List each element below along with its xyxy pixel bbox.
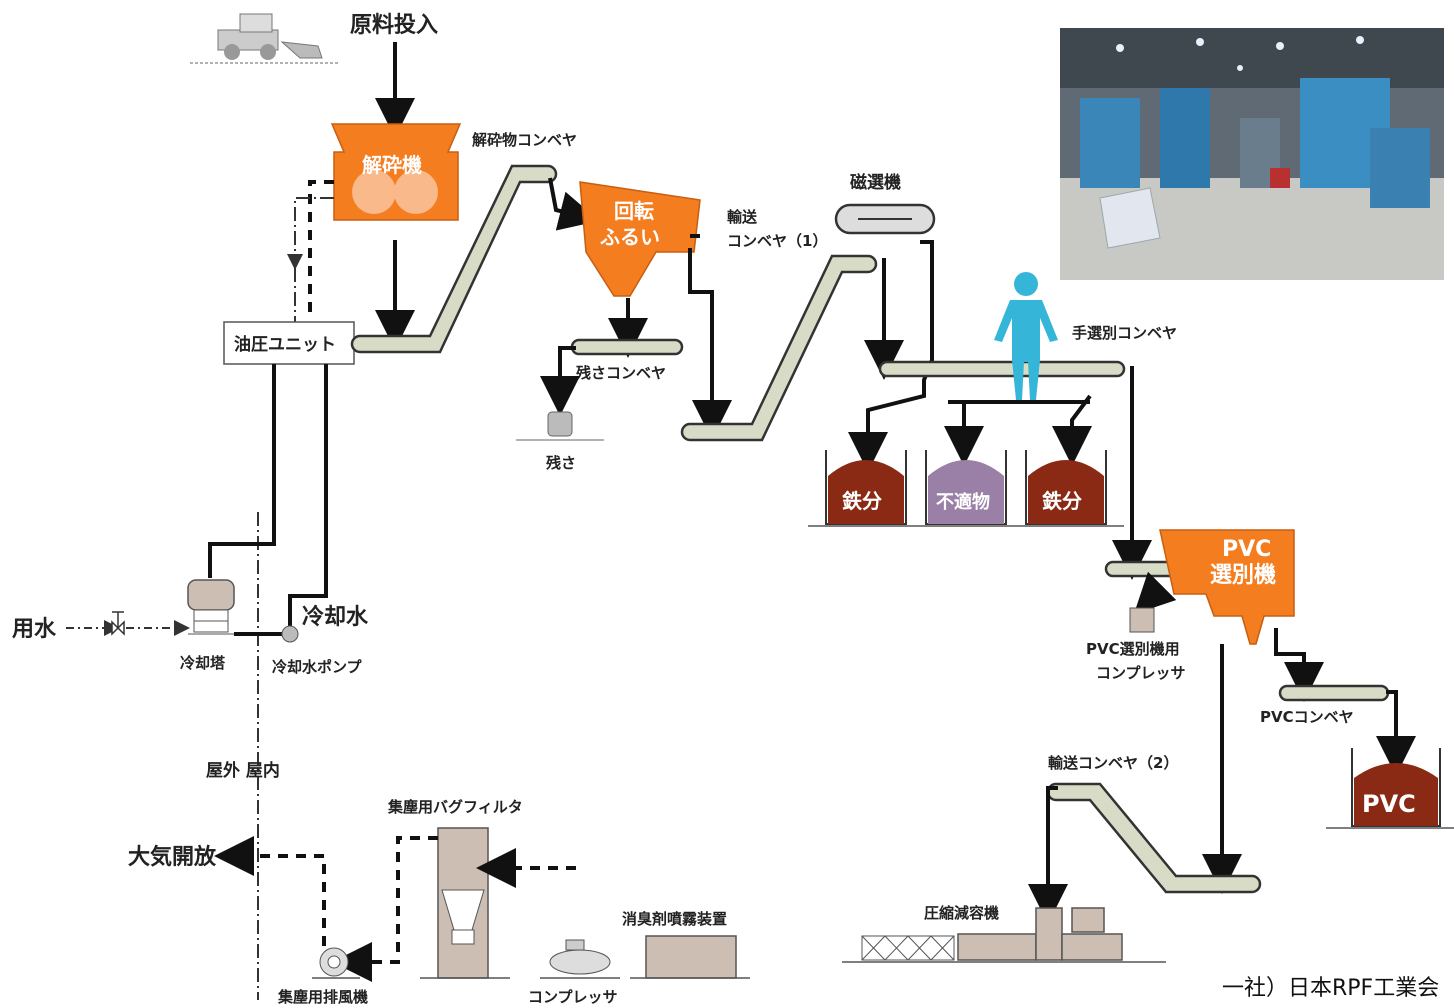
cooling-return-line [290, 364, 326, 630]
pvc-compressor-label-2: コンプレッサ [1096, 664, 1186, 682]
atmosphere-label: 大気開放 [128, 844, 217, 870]
crushed-conveyor-label: 解砕物コンベヤ [472, 131, 577, 149]
exhaust-fan [312, 948, 360, 978]
filter-to-fan-arrow [352, 838, 438, 962]
unsuitable-label: 不適物 [936, 491, 990, 513]
pvc-bin-label: PVC [1362, 790, 1416, 818]
compactor-label: 圧縮減容機 [924, 904, 999, 922]
pvc-sorter: PVC 選別機 [1160, 530, 1294, 644]
facility-photo [1060, 28, 1444, 280]
rotary-screen: 回転 ふるい [580, 182, 700, 296]
pvc-sorter-label-1: PVC [1222, 537, 1271, 562]
hydraulic-line-1 [310, 182, 334, 320]
hydraulic-line-2 [295, 198, 334, 262]
to-compactor-arrow [1048, 788, 1058, 904]
cooling-supply-line [210, 364, 274, 578]
residue-bin-icon [516, 412, 604, 440]
raw-input-label: 原料投入 [350, 13, 438, 38]
pvc-sorter-label-2: 選別機 [1210, 563, 1276, 588]
facility-photo-illustration [1060, 28, 1444, 280]
iron-2-label: 鉄分 [1042, 489, 1082, 513]
to-rotary-arrow [550, 178, 580, 216]
compressor [540, 940, 620, 978]
compressor-label: コンプレッサ [528, 988, 618, 1006]
pvc-compressor-label-1: PVC選別機用 [1086, 640, 1180, 658]
exhaust-to-atmosphere-arrow [234, 856, 324, 946]
pvc-out-arrow [1276, 628, 1304, 682]
deodorizer [646, 936, 736, 978]
hand-sort-conveyor-label: 手選別コンベヤ [1072, 324, 1177, 342]
deodorizer-label: 消臭剤噴霧装置 [622, 910, 727, 928]
rotary-to-conveyor1-arrow [690, 248, 712, 420]
water-supply-label: 用水 [12, 617, 57, 642]
iron-1-label: 鉄分 [842, 489, 882, 513]
worker-icon [994, 272, 1058, 400]
pvc-conveyor-label: PVCコンベヤ [1260, 708, 1354, 726]
to-residue-arrow [560, 348, 576, 396]
crusher-label: 解砕機 [362, 153, 422, 177]
iron-bin-2: 鉄分 [1026, 450, 1106, 524]
to-pvc-bin-arrow [1386, 692, 1396, 756]
magnet-to-iron-arrow [868, 242, 932, 452]
crusher: 解砕機 [332, 124, 460, 220]
pvc-conveyor [1280, 686, 1388, 700]
transport-conveyor-2-label: 輸送コンベヤ（2） [1048, 754, 1178, 772]
cooling-pump-icon [282, 626, 298, 642]
magnetic-separator [836, 205, 934, 233]
rotary-screen-label-2: ふるい [600, 225, 660, 249]
cooling-tower-label: 冷却塔 [180, 654, 226, 672]
residue-label: 残さ [546, 454, 576, 472]
magnetic-separator-label: 磁選機 [850, 172, 901, 193]
transport-conveyor-2 [1048, 784, 1260, 892]
unsuitable-bin: 不適物 [926, 450, 1006, 524]
bag-filter [420, 828, 510, 978]
compressor-air-arrow [1148, 586, 1162, 600]
outdoor-indoor-label: 屋外 屋内 [206, 760, 280, 781]
rotary-screen-label-1: 回転 [614, 199, 654, 223]
cooling-pump-label: 冷却水ポンプ [272, 658, 363, 676]
cooling-water-label: 冷却水 [302, 604, 369, 630]
valve-icon [112, 612, 124, 634]
hydraulic-unit-label: 油圧ユニット [234, 334, 336, 355]
transport-conveyor-1-label: 輸送 コンベヤ（1） [727, 208, 827, 250]
residue-conveyor [572, 340, 682, 354]
hand-sort-conveyor [880, 362, 1124, 376]
cooling-tower [188, 580, 240, 634]
credit-text: 一社）日本RPF工業会 [1222, 970, 1439, 1002]
compactor [842, 908, 1166, 962]
svg-text:コンベヤ（1）: コンベヤ（1） [727, 232, 827, 250]
residue-conveyor-label: 残さコンベヤ [576, 364, 666, 382]
loader-icon [190, 14, 340, 63]
bag-filter-label: 集塵用バグフィルタ [387, 798, 523, 816]
pvc-bin: PVC [1326, 748, 1454, 828]
exhaust-fan-label: 集塵用排風機 [277, 988, 368, 1006]
pvc-compressor-icon [1130, 608, 1154, 632]
iron-bin-1: 鉄分 [826, 450, 906, 524]
svg-text:輸送: 輸送 [727, 208, 758, 226]
